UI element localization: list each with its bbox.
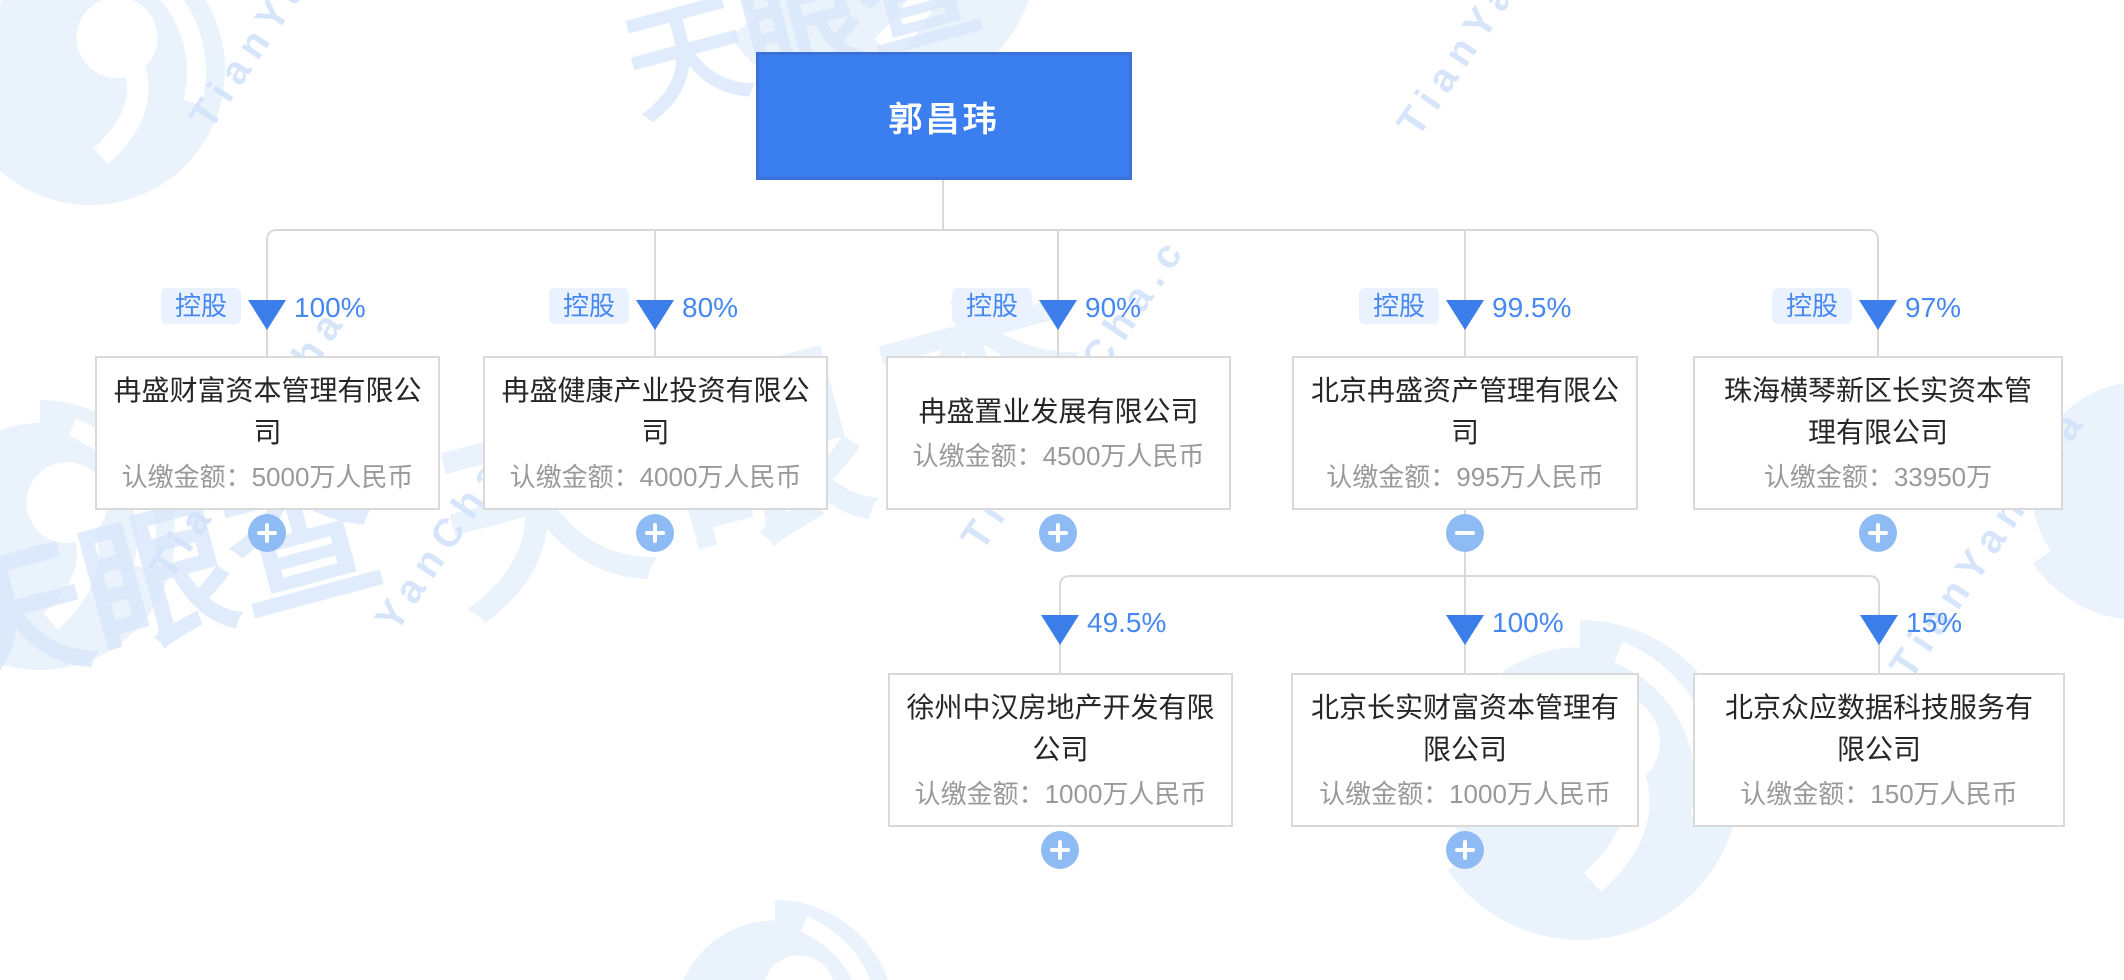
shareholding-percent: 97% (1905, 292, 1962, 323)
capital-amount: 认缴金额：5000万人民币 (121, 462, 414, 492)
capital-amount: 认缴金额：4500万人民币 (912, 441, 1205, 471)
company-node[interactable]: 冉盛健康产业投资有限公司 认缴金额：4000万人民币 (483, 356, 828, 510)
watermark-text: TianYan (1388, 0, 1546, 144)
capital-amount: 认缴金额：1000万人民币 (914, 779, 1207, 809)
expand-button[interactable] (1041, 831, 1079, 869)
collapse-button[interactable] (1446, 514, 1484, 552)
holding-badge[interactable]: 控股 (548, 288, 629, 324)
connector-drop (654, 229, 656, 356)
triangle-down-icon (636, 300, 674, 330)
company-node[interactable]: 冉盛置业发展有限公司 认缴金额：4500万人民币 (886, 356, 1231, 510)
shareholding-percent: 99.5% (1492, 292, 1572, 323)
company-name: 徐州中汉房地产开发有限公司 (906, 692, 1215, 765)
triangle-down-icon (1446, 615, 1484, 645)
company-name: 冉盛财富资本管理有限公司 (113, 375, 422, 448)
connector-level1-bracket (266, 229, 1879, 356)
capital-amount: 认缴金额：33950万 (1763, 462, 1993, 492)
company-node[interactable]: 徐州中汉房地产开发有限公司 认缴金额：1000万人民币 (888, 673, 1233, 827)
company-node[interactable]: 北京冉盛资产管理有限公司 认缴金额：995万人民币 (1292, 356, 1638, 510)
holding-badge[interactable]: 控股 (951, 288, 1032, 324)
shareholding-percent: 80% (682, 292, 739, 323)
shareholding-percent: 90% (1085, 292, 1142, 323)
connector-drop (1057, 229, 1059, 356)
company-name: 冉盛置业发展有限公司 (918, 396, 1199, 427)
shareholding-percent: 15% (1906, 607, 1963, 638)
triangle-down-icon (1859, 300, 1897, 330)
expand-button[interactable] (636, 514, 674, 552)
company-node[interactable]: 北京众应数据科技服务有限公司 认缴金额：150万人民币 (1693, 673, 2065, 827)
company-name: 珠海横琴新区长实资本管理有限公司 (1723, 375, 2032, 448)
capital-amount: 认缴金额：4000万人民币 (509, 462, 802, 492)
holding-badge[interactable]: 控股 (160, 288, 241, 324)
capital-amount: 认缴金额：1000万人民币 (1319, 779, 1611, 809)
holding-badge[interactable]: 控股 (1358, 288, 1439, 324)
company-name: 北京众应数据科技服务有限公司 (1724, 692, 2033, 765)
triangle-down-icon (1041, 615, 1079, 645)
company-node[interactable]: 北京长实财富资本管理有限公司 认缴金额：1000万人民币 (1291, 673, 1639, 827)
watermark-tianyancha-logo (0, 0, 225, 205)
root-shareholder-name: 郭昌玮 (888, 100, 1000, 139)
shareholding-percent: 100% (1492, 607, 1564, 638)
connector-drop (1464, 229, 1466, 356)
watermark-text: TianYanCha (181, 0, 396, 137)
company-name: 冉盛健康产业投资有限公司 (501, 375, 810, 448)
triangle-down-icon (248, 300, 286, 330)
triangle-down-icon (1860, 615, 1898, 645)
holding-badge[interactable]: 控股 (1771, 288, 1852, 324)
capital-amount: 认缴金额：995万人民币 (1326, 462, 1604, 492)
root-shareholder-node[interactable]: 郭昌玮 (756, 52, 1132, 180)
triangle-down-icon (1039, 300, 1077, 330)
company-name: 北京长实财富资本管理有限公司 (1310, 692, 1619, 765)
company-name: 北京冉盛资产管理有限公司 (1310, 375, 1619, 448)
shareholding-percent: 100% (294, 292, 366, 323)
expand-button[interactable] (1039, 514, 1077, 552)
connector-root-drop (942, 180, 944, 229)
company-node[interactable]: 珠海横琴新区长实资本管理有限公司 认缴金额：33950万 (1693, 356, 2063, 510)
expand-button[interactable] (1859, 514, 1897, 552)
capital-amount: 认缴金额：150万人民币 (1740, 779, 2018, 809)
company-node[interactable]: 冉盛财富资本管理有限公司 认缴金额：5000万人民币 (95, 356, 440, 510)
expand-button[interactable] (1446, 831, 1484, 869)
triangle-down-icon (1446, 300, 1484, 330)
expand-button[interactable] (248, 514, 286, 552)
watermark-tianyancha-logo (655, 898, 895, 980)
shareholding-percent: 49.5% (1087, 607, 1167, 638)
